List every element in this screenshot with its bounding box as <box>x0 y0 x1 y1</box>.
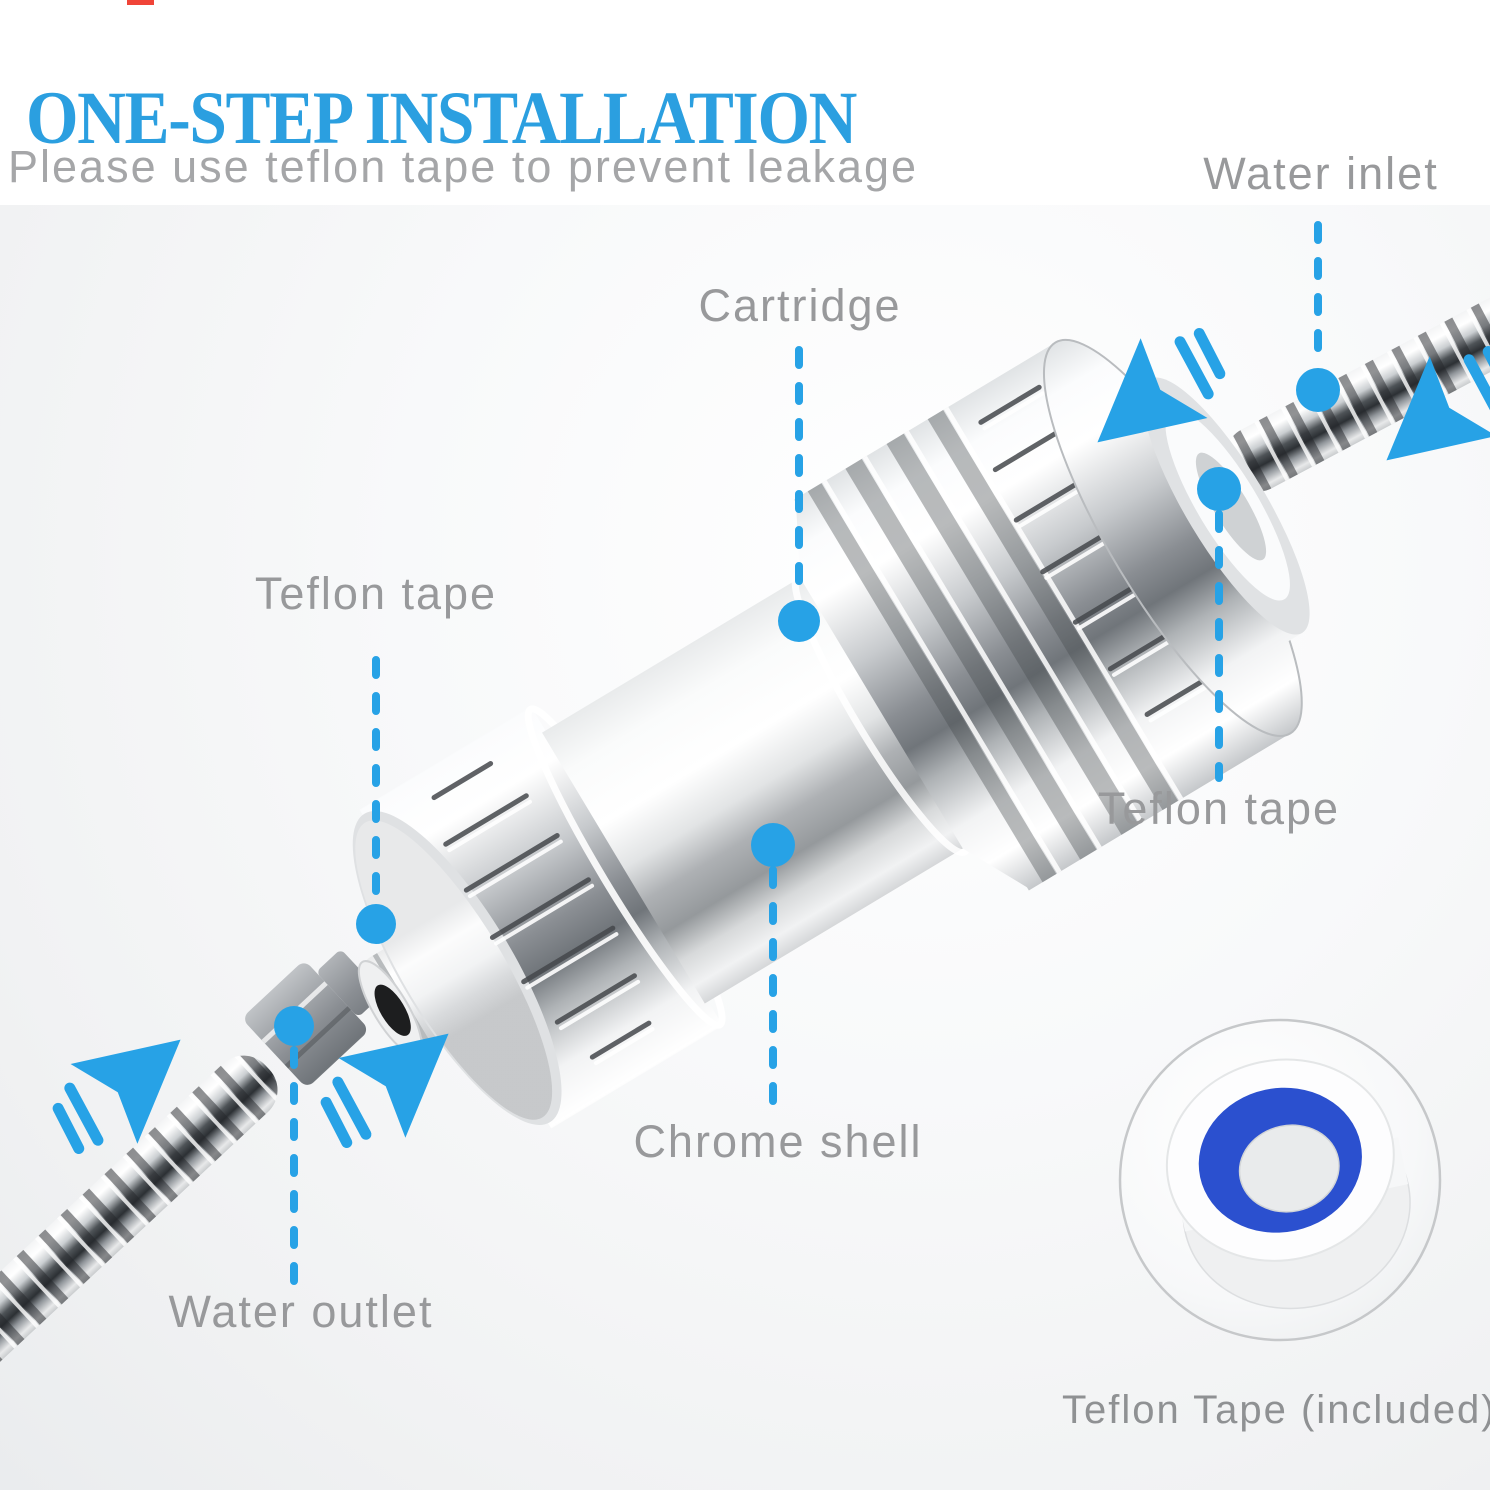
label-teflon-tape-left: Teflon tape <box>254 568 498 619</box>
dot-teflon-left <box>356 904 396 944</box>
label-water-outlet: Water outlet <box>168 1286 434 1337</box>
filter-left-cap <box>352 705 726 1129</box>
flow-arrow-outlet-left <box>52 1039 181 1154</box>
dot-chrome-shell <box>751 823 795 867</box>
page-subtitle: Please use teflon tape to prevent leakag… <box>8 141 919 192</box>
flow-arrow-outlet-right <box>320 1033 449 1148</box>
label-cartridge: Cartridge <box>698 280 902 331</box>
dot-cartridge <box>778 600 820 642</box>
flow-arrow-inlet-right <box>1386 346 1490 461</box>
cropped-red-artifact <box>127 0 154 5</box>
dot-water-outlet <box>274 1006 314 1046</box>
label-teflon-tape-included: Teflon Tape (included) <box>1062 1388 1490 1432</box>
label-chrome-shell: Chrome shell <box>633 1116 923 1167</box>
teflon-tape-roll <box>1118 1018 1442 1342</box>
page-title: ONE-STEP INSTALLATION <box>26 77 857 161</box>
water-outlet-hose <box>0 1055 278 1400</box>
label-teflon-tape-right: Teflon tape <box>1097 783 1341 834</box>
flow-arrow-inlet-left <box>1097 328 1226 443</box>
label-water-inlet: Water inlet <box>1203 148 1439 199</box>
dot-teflon-right <box>1197 467 1241 511</box>
dot-water-inlet <box>1296 368 1340 412</box>
